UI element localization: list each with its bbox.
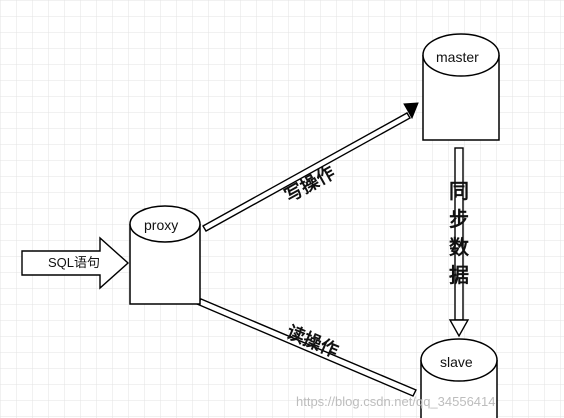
slave-label: slave xyxy=(440,354,473,370)
watermark: https://blog.csdn.net/qq_34556414 xyxy=(296,394,496,409)
sql-input-arrow: SQL语句 xyxy=(21,236,130,290)
sync-label-3: 数 xyxy=(449,235,470,259)
master-label: master xyxy=(436,49,479,65)
proxy-node: proxy xyxy=(129,205,201,305)
sync-label-4: 据 xyxy=(449,263,469,287)
slave-node: slave xyxy=(420,338,498,418)
sync-arrow: 同 步 数 据 xyxy=(448,147,470,338)
master-node: master xyxy=(422,33,500,141)
sql-input-label: SQL语句 xyxy=(48,255,100,270)
sync-label-2: 步 xyxy=(449,208,469,231)
proxy-label: proxy xyxy=(144,217,178,233)
sync-label-1: 同 xyxy=(449,181,469,203)
